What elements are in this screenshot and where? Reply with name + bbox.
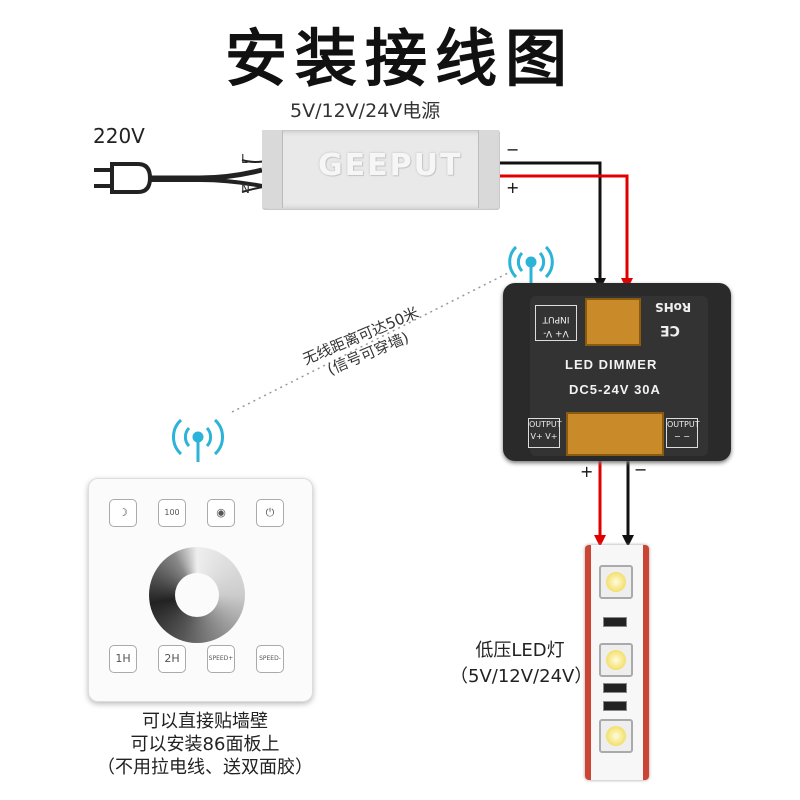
led-strip-label: 低压LED灯 （5V/12V/24V） <box>450 638 593 690</box>
speed-up-button[interactable]: SPEED+ <box>207 645 235 673</box>
page-title: 安装接线图 <box>224 22 575 95</box>
led-strip <box>585 545 649 780</box>
resistor <box>603 617 627 627</box>
dimmer-spec: DC5-24V 30A <box>569 382 661 397</box>
psu-negative-wire <box>497 161 602 285</box>
resistor <box>603 683 627 693</box>
dimmer-out-plus: + <box>580 462 594 481</box>
led-chip <box>599 719 633 753</box>
mode-button[interactable]: ◉ <box>207 499 235 527</box>
psu-input-terminal <box>262 130 283 208</box>
psu-output-terminal <box>478 130 499 208</box>
psu-brand: GEEPUT <box>318 148 463 183</box>
terminal-l-label: L <box>241 152 248 166</box>
timer-2h-button[interactable]: 2H <box>158 645 186 673</box>
caption-line1: 可以直接贴墙壁 <box>142 711 268 732</box>
wireless-link-line <box>231 271 511 413</box>
output-right-label: OUTPUT− − <box>666 418 700 448</box>
panel-caption: 可以直接贴墙壁 可以安装86面板上 （不用拉电线、送双面胶） <box>40 710 370 779</box>
caption-line2: 可以安装86面板上 <box>130 734 280 755</box>
wifi-icon-panel <box>171 418 225 462</box>
led-label-line2: （5V/12V/24V） <box>450 666 593 687</box>
speed-down-button[interactable]: SPEED- <box>256 645 284 673</box>
dimmer-out-minus: − <box>634 460 648 479</box>
psu-positive-wire <box>497 174 629 285</box>
rohs-mark: RoHS <box>655 300 692 314</box>
power-supply <box>262 130 500 210</box>
brightness-100-button[interactable]: 100 <box>158 499 186 527</box>
psu-plus-label: + <box>506 178 520 197</box>
dimming-touch-wheel[interactable] <box>149 547 245 643</box>
led-label-line1: 低压LED灯 <box>475 640 565 661</box>
psu-minus-label: − <box>506 140 520 159</box>
power-supply-label: 5V/12V/24V电源 <box>290 100 441 122</box>
resistor <box>603 701 627 711</box>
input-label: V+ V-INPUT <box>535 305 577 341</box>
ce-mark: CE <box>660 322 680 338</box>
wall-remote-panel: ☽ 100 ◉ ⏻ 1H 2H SPEED+ SPEED- <box>88 478 313 702</box>
led-chip <box>599 643 633 677</box>
mains-voltage-label: 220V <box>93 124 145 148</box>
led-chip <box>599 565 633 599</box>
night-mode-button[interactable]: ☽ <box>109 499 137 527</box>
wifi-icon <box>508 245 554 285</box>
mains-cable <box>150 167 263 181</box>
output-terminal-block <box>566 412 664 456</box>
input-terminal-block <box>585 298 641 346</box>
caption-line3: （不用拉电线、送双面胶） <box>97 757 313 778</box>
terminal-n-label: N <box>241 182 250 196</box>
timer-1h-button[interactable]: 1H <box>109 645 137 673</box>
plug-icon <box>94 162 153 194</box>
power-button[interactable]: ⏻ <box>256 499 284 527</box>
dimmer-name: LED DIMMER <box>565 357 658 372</box>
